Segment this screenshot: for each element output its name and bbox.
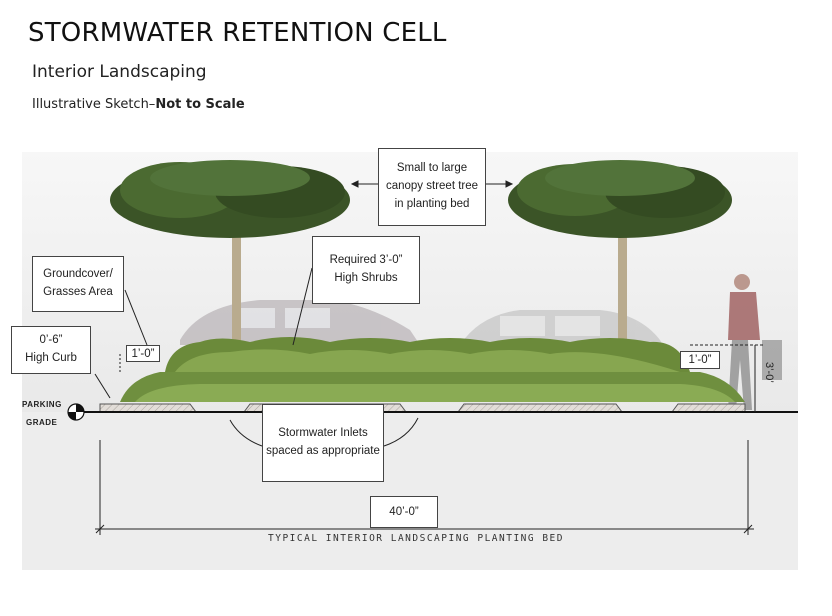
scale-note-bold: Not to Scale (155, 97, 245, 112)
tree-right (508, 160, 732, 345)
callout-tree: Small to large canopy street tree in pla… (378, 148, 486, 226)
shrub-row (165, 337, 690, 372)
scale-note: Illustrative Sketch–Not to Scale (32, 97, 245, 112)
callout-shrubs: Required 3’-0” High Shrubs (312, 236, 420, 304)
callout-groundcover: Groundcover/ Grasses Area (32, 256, 124, 312)
dimension-right-offset: 1’-0” (680, 351, 720, 369)
grade-label-line1: PARKING (22, 400, 62, 409)
dimension-shrub-height: 3’-0’ (763, 362, 775, 383)
ground-section (22, 412, 798, 570)
leader-lines (94, 180, 765, 447)
dimension-width: 40’-0” (370, 496, 438, 528)
dimension-left-offset: 1’-0” (126, 345, 160, 362)
callout-curb: 0’-6” High Curb (11, 326, 91, 374)
width-dimension-lines (95, 440, 754, 535)
groundcover-grasses (120, 372, 745, 402)
page-subtitle: Interior Landscaping (32, 62, 207, 82)
drawing-caption: TYPICAL INTERIOR LANDSCAPING PLANTING BE… (268, 533, 564, 544)
callout-inlets: Stormwater Inlets spaced as appropriate (262, 404, 384, 482)
pedestrian-figure (728, 274, 782, 410)
tree-left (110, 160, 350, 345)
grade-label-line2: GRADE (26, 418, 58, 427)
page-title: STORMWATER RETENTION CELL (28, 18, 447, 48)
grade-marker-icon (67, 403, 85, 421)
scale-note-prefix: Illustrative Sketch– (32, 97, 156, 112)
